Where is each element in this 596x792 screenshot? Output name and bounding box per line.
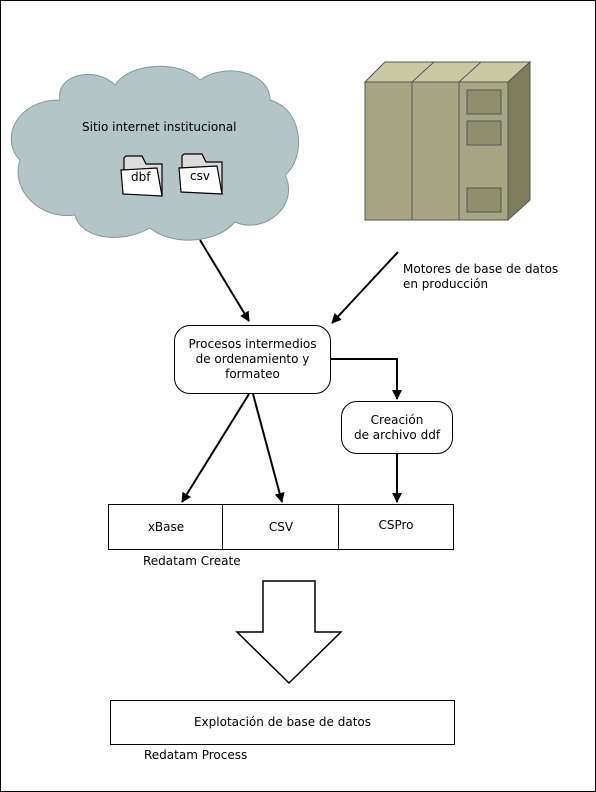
format-cell-xbase: xBase [108,504,224,550]
file-icon-dbf [120,155,163,197]
arrow-cloud-to-process [199,239,250,322]
format-cell-csv: CSV [222,504,340,550]
arrow-database-to-process [331,251,399,324]
format-cell-cspro: CSPro [338,504,454,550]
big-down-arrow [235,580,343,685]
arrow-process-to-csv [252,393,285,503]
redatam-create-label: Redatam Create [143,554,241,568]
cloud-shape [10,65,299,241]
file-icon-csv [178,153,223,195]
database-server-icon [363,60,532,222]
file-label-csv: csv [190,169,210,183]
arrow-process-to-creation [331,358,402,400]
database-label: Motores de base de datos en producción [403,262,559,291]
creation-box: Creación de archivo ddf [341,401,453,454]
output-box: Explotación de base de datos [110,700,455,745]
cloud-title: Sitio internet institucional [82,120,237,134]
file-label-dbf: dbf [131,170,151,184]
arrow-process-to-xbase [181,393,250,503]
process-box: Procesos intermedios de ordenamiento y f… [174,325,331,394]
redatam-process-label: Redatam Process [144,748,248,762]
